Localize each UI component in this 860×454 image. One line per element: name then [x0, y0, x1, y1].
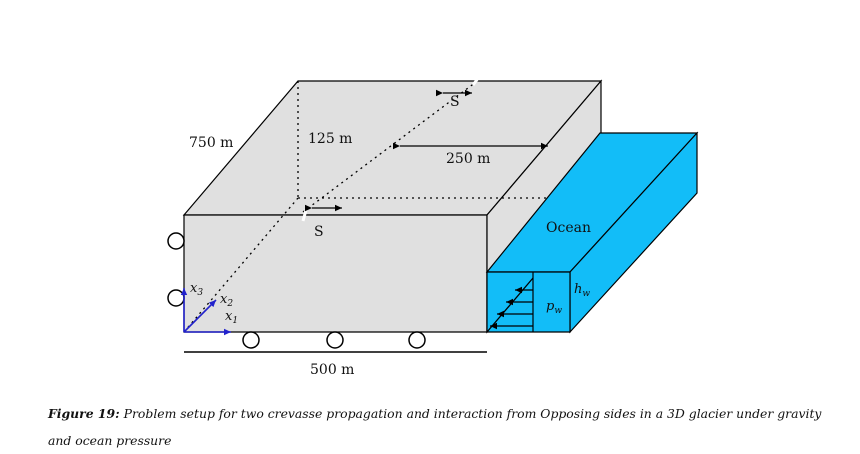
spacing-front-label: S	[314, 224, 324, 240]
dim-width-label: 500 m	[310, 362, 354, 378]
dim-offset-label: 250 m	[446, 151, 490, 167]
crevasse-front	[301, 209, 308, 222]
caption-text: Problem setup for two crevasse propagati…	[48, 406, 822, 448]
dim-depth-label: 125 m	[308, 131, 352, 147]
pressure-arrows	[490, 286, 533, 330]
coordinate-axes	[180, 288, 231, 336]
caption-label: Figure 19:	[48, 406, 120, 421]
ocean-label: Ocean	[546, 220, 591, 236]
roller-support	[167, 232, 185, 250]
axis-x2-label: x2	[220, 292, 233, 309]
water-pressure-label: pw	[546, 299, 562, 316]
water-height-label: hw	[574, 282, 590, 299]
dim-length-label: 750 m	[189, 135, 233, 151]
spacing-top-label: S	[450, 94, 460, 110]
axis-x3-label: x3	[190, 281, 203, 298]
roller-support	[326, 331, 344, 349]
crevasse-top	[471, 76, 481, 86]
roller-support	[408, 331, 426, 349]
crevasse-plane-line	[302, 81, 477, 213]
glacier-diagram: 750 m 125 m 250 m 500 m S S Ocean x3 x2 …	[167, 76, 699, 378]
roller-support	[242, 331, 260, 349]
axis-x1-label: x1	[225, 309, 238, 326]
axis-x2-arrow	[183, 299, 217, 333]
roller-support	[167, 289, 185, 307]
roller-supports	[167, 232, 426, 349]
figure-caption: Figure 19: Problem setup for two crevass…	[48, 400, 838, 454]
